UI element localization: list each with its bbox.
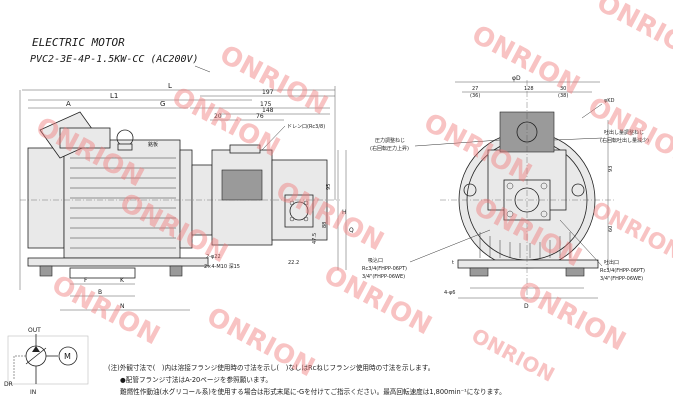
symbol-dr: DR [4,381,13,388]
label-bolt: 2×4-M10 深15 [204,263,240,270]
front-view-dimensions: φD 27 (36) 128 30 (38) φKD 93 60 [455,75,615,270]
dim-95: 95 [326,184,332,190]
label-suction-spec2: 3/4"(FHPP-06WE) [362,274,405,280]
label-discharge-spec1: Rc3/4(FHPP-06PT) [600,268,645,274]
pump-side-view [20,144,340,246]
label-discharge-spec2: 3/4"(FHPP-06WE) [600,276,643,282]
dim-D-front: D [524,303,529,310]
label-flow-adj-sub: (右回転吐出し量減少) [600,137,649,144]
dim-88: 88 [322,222,328,228]
dim-30: 30 [560,86,566,92]
label-drain: ドレン口(Rc3/8) [287,124,325,130]
note-line2: ●配管フランジ寸法はA-20ページを参照願います。 [120,375,272,384]
dim-B: B [98,289,102,296]
symbol-in: IN [30,389,36,396]
dim-128: 128 [524,86,534,92]
dim-93: 93 [608,166,614,172]
motor-side-view: 銘板 [27,111,213,277]
note-line3: 難燃性作動油(水グリコール系)を使用する場合は形式末尾に-Gを付けてご指示くださ… [120,387,506,396]
watermark: ONRION [583,92,673,174]
dim-K: K [120,277,125,284]
dim-G: G [160,100,165,108]
dim-38: (38) [558,93,568,99]
title-line1: ELECTRIC MOTOR [32,36,125,49]
dim-A: A [66,100,71,108]
dim-F: F [84,277,88,284]
dim-2-phi22: 2-φ22 [206,254,221,260]
motor-symbol-icon [58,346,78,366]
note-line1: (注)外観寸法で( )内は溶接フランジ使用時の寸法を示し( )なしはRcねじフラ… [108,363,434,372]
base-dimensions: F K B N [60,267,190,311]
pump-front-view [440,80,615,300]
dim-36: (36) [470,93,480,99]
dim-27: 27 [472,86,478,92]
symbol-motor: M [64,352,71,361]
side-view-dimensions: L L1 197 175 A G 148 20 76 [19,82,336,290]
label-flow-adj: 吐出し量調整ねじ [604,129,644,136]
dim-20: 20 [214,113,222,120]
symbol-out: OUT [28,327,41,334]
title-line2: PVC2-3E-4P-1.5KW-CC (AC200V) [30,54,199,65]
watermark: ONRION [468,323,559,387]
dim-phiKD: φKD [604,98,615,104]
dim-Q: Q [349,227,354,234]
dim-L1: L1 [110,92,118,100]
label-pressure-adj: 圧力調整ねじ [375,137,405,144]
hydraulic-symbol: OUT M DR IN [4,327,89,396]
dim-76: 76 [256,113,264,120]
dim-L: L [168,82,172,90]
label-suction-port: 吸込口 [368,257,383,264]
watermark: ONRION [587,197,673,266]
dim-175: 175 [260,101,272,108]
dim-148: 148 [262,107,274,114]
label-suction-spec1: Rc3/4(FHPP-06PT) [362,266,407,272]
label-leg-t: t [452,260,454,266]
dim-47-5: 47.5 [312,233,318,244]
dim-60: 60 [608,226,614,232]
label-nameplate: 銘板 [148,141,158,148]
label-discharge-port: 吐出口 [604,259,619,266]
label-pressure-adj-sub: (右回転圧力上昇) [370,145,409,152]
watermark: ONRION [592,0,673,69]
dim-197: 197 [262,89,274,96]
dim-H: H [342,209,347,216]
dim-4-phi6: 4-φ6 [444,290,455,296]
dim-N: N [120,303,125,310]
dim-22-2: 22.2 [288,260,299,266]
dim-phiD: φD [512,75,521,82]
